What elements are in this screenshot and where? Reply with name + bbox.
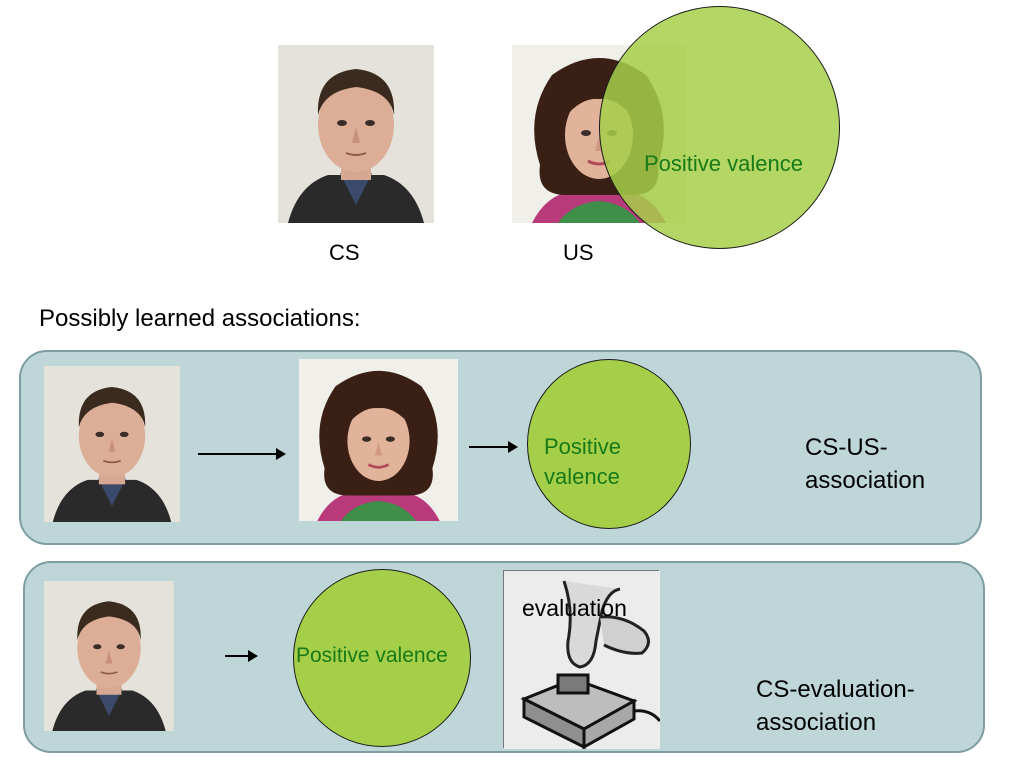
us-label: US	[563, 240, 594, 265]
panel1-label-line2: association	[805, 467, 926, 494]
panel2-label-line1: CS-evaluation-	[756, 676, 915, 703]
panel2-valence-circle	[293, 569, 471, 747]
panel2-valence-text: Positive valence	[296, 644, 448, 667]
panel1-valence-text-line1: Positive	[544, 434, 622, 459]
cs-male-face-photo	[278, 45, 434, 223]
panel2-male-face-photo	[44, 581, 174, 731]
panel2-label-line2: association	[756, 709, 877, 736]
section-heading: Possibly learned associations:	[39, 305, 361, 332]
finger-press-button-drawing	[503, 570, 660, 749]
panel1-arrow-us-to-valence	[469, 441, 518, 453]
evaluation-text: evaluation	[522, 595, 627, 621]
panel1-valence-text-line2: valence	[544, 464, 620, 489]
panel1-male-face-photo	[44, 366, 180, 522]
cs-label: CS	[329, 240, 360, 265]
panel1-label-line1: CS-US-	[805, 434, 888, 461]
top-valence-circle	[599, 6, 840, 249]
panel1-arrow-cs-to-us	[198, 448, 286, 460]
panel2-arrow-cs-to-valence	[225, 650, 258, 662]
top-valence-text: Positive valence	[644, 151, 803, 176]
panel1-valence-circle	[527, 359, 691, 529]
panel1-female-face-photo	[299, 359, 458, 521]
